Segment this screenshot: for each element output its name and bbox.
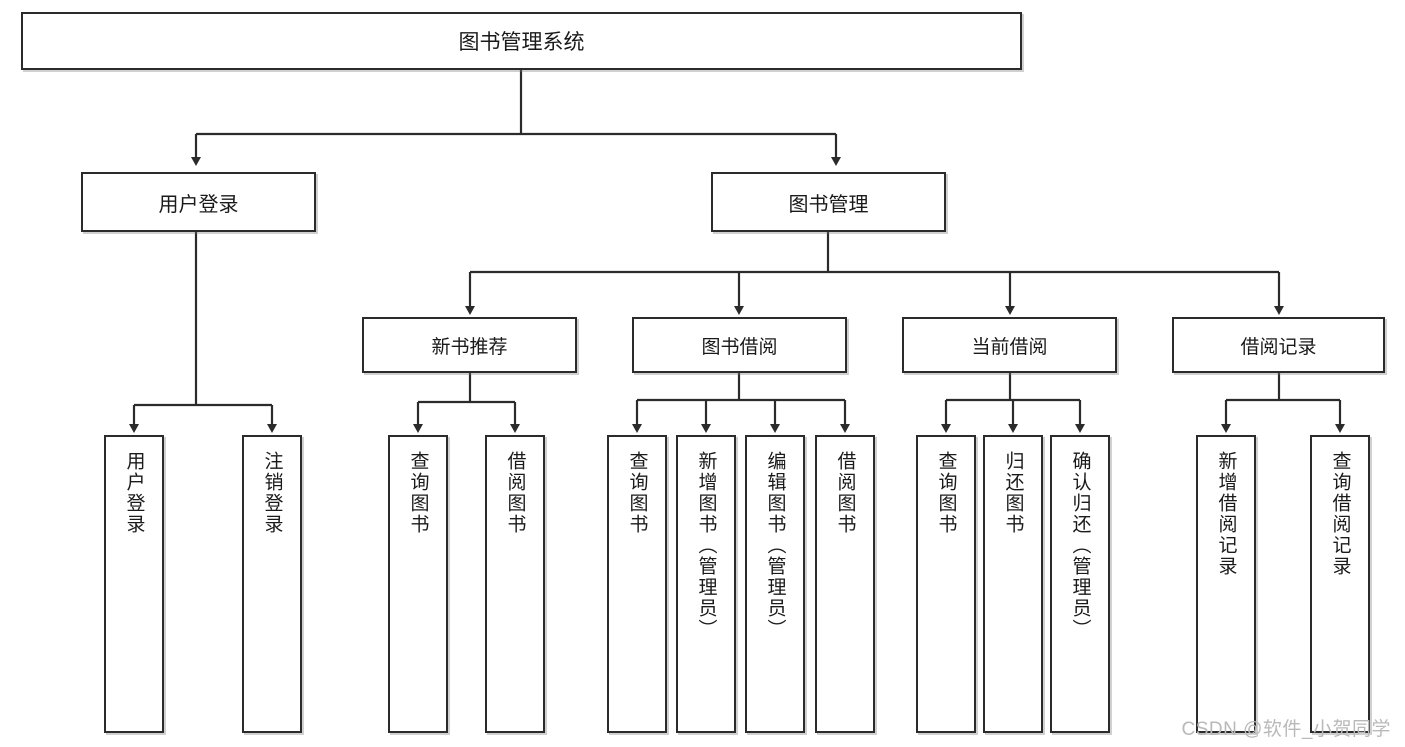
- node-book-borrow[interactable]: 图书借阅: [632, 317, 847, 373]
- leaf-query-book-recommend[interactable]: 查询图书: [388, 435, 448, 733]
- leaf-edit-book-admin[interactable]: 编辑图书（管理员）: [745, 435, 805, 733]
- leaf-borrow-book-recommend-label: 借阅图书: [504, 451, 526, 535]
- node-current-borrow-label: 当前借阅: [971, 336, 1048, 358]
- leaf-user-login-label: 用户登录: [123, 451, 145, 535]
- leaf-add-book-admin[interactable]: 新增图书（管理员）: [676, 435, 736, 733]
- watermark: CSDN @软件_小贺同学: [1181, 719, 1391, 740]
- node-user-login[interactable]: 用户登录: [81, 172, 316, 232]
- node-book-management[interactable]: 图书管理: [711, 172, 946, 232]
- leaf-query-book-current-label: 查询图书: [935, 451, 957, 535]
- leaf-add-book-admin-label: 新增图书（管理员）: [695, 451, 717, 640]
- leaf-confirm-return-admin-label: 确认归还（管理员）: [1069, 451, 1091, 640]
- leaf-borrow-book-label: 借阅图书: [834, 451, 856, 535]
- node-root[interactable]: 图书管理系统: [21, 12, 1022, 70]
- leaf-user-login[interactable]: 用户登录: [104, 435, 164, 733]
- node-book-borrow-label: 图书借阅: [701, 336, 778, 358]
- node-new-book-recommend-label: 新书推荐: [431, 336, 508, 358]
- leaf-borrow-book-recommend[interactable]: 借阅图书: [485, 435, 545, 733]
- leaf-add-borrow-record-label: 新增借阅记录: [1215, 451, 1237, 577]
- leaf-return-book-label: 归还图书: [1002, 451, 1024, 535]
- leaf-query-book-recommend-label: 查询图书: [407, 451, 429, 535]
- node-root-label: 图书管理系统: [458, 31, 585, 54]
- node-new-book-recommend[interactable]: 新书推荐: [362, 317, 577, 373]
- leaf-logout[interactable]: 注销登录: [242, 435, 302, 733]
- leaf-borrow-book[interactable]: 借阅图书: [815, 435, 875, 733]
- leaf-query-book-borrow-label: 查询图书: [626, 451, 648, 535]
- leaf-query-borrow-record[interactable]: 查询借阅记录: [1310, 435, 1370, 733]
- leaf-query-borrow-record-label: 查询借阅记录: [1329, 451, 1351, 577]
- leaf-query-book-borrow[interactable]: 查询图书: [607, 435, 667, 733]
- leaf-logout-label: 注销登录: [261, 451, 283, 535]
- leaf-edit-book-admin-label: 编辑图书（管理员）: [764, 451, 786, 640]
- node-borrow-record[interactable]: 借阅记录: [1172, 317, 1385, 373]
- leaf-query-book-current[interactable]: 查询图书: [916, 435, 976, 733]
- node-book-management-label: 图书管理: [788, 193, 869, 216]
- node-borrow-record-label: 借阅记录: [1240, 336, 1317, 358]
- leaf-return-book[interactable]: 归还图书: [983, 435, 1043, 733]
- leaf-confirm-return-admin[interactable]: 确认归还（管理员）: [1050, 435, 1110, 733]
- node-current-borrow[interactable]: 当前借阅: [902, 317, 1117, 373]
- leaf-add-borrow-record[interactable]: 新增借阅记录: [1196, 435, 1256, 733]
- node-user-login-label: 用户登录: [158, 193, 239, 216]
